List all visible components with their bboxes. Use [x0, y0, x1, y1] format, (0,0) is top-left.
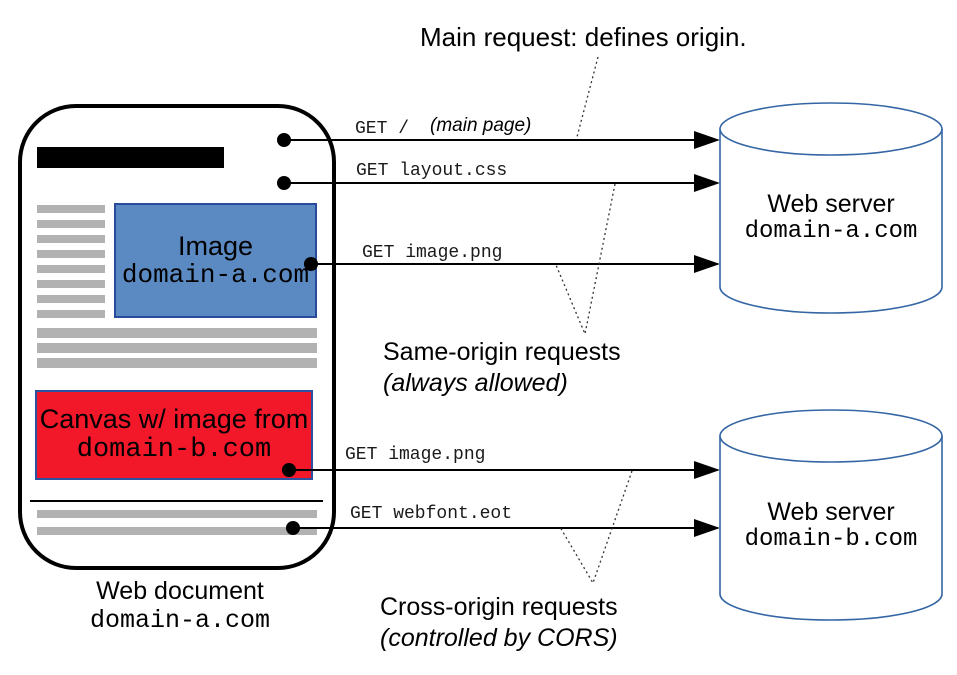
arrowhead-icon — [694, 519, 720, 537]
text-line-bar — [37, 220, 105, 228]
same-origin-line1: Same-origin requests — [383, 338, 621, 366]
text-line-bar — [37, 328, 317, 338]
same-origin-annotation: Same-origin requests (always allowed) — [383, 337, 621, 399]
server-b-label: Web server domain-b.com — [718, 498, 944, 554]
text-line-bar — [37, 343, 317, 353]
text-line-bar — [37, 310, 105, 318]
request-note: (main page) — [430, 115, 532, 136]
request-arrow-line — [284, 182, 696, 184]
main-request-title: Main request: defines origin. — [420, 22, 747, 52]
web-document-caption-title: Web document — [96, 577, 264, 605]
request-label: GET / — [355, 119, 410, 139]
document-header-bar — [37, 147, 224, 168]
text-line-bar — [37, 250, 105, 258]
cross-origin-line2: (controlled by CORS) — [380, 624, 618, 652]
web-document-caption: Web document domain-a.com — [30, 577, 330, 635]
arrowhead-icon — [694, 461, 720, 479]
image-box-label: Image — [177, 231, 254, 261]
text-line-bar — [37, 295, 105, 303]
server-a-domain: domain-a.com — [744, 218, 918, 245]
request-label: GET image.png — [362, 243, 503, 263]
text-line-bar — [37, 205, 105, 213]
text-line-bar — [37, 510, 317, 518]
text-line-bar — [37, 235, 105, 243]
server-b-domain: domain-b.com — [744, 526, 918, 553]
arrowhead-icon — [694, 131, 720, 149]
text-line-bar — [37, 358, 317, 368]
request-arrow-line — [293, 527, 696, 529]
document-divider-line — [30, 500, 323, 502]
request-arrow-line — [311, 263, 696, 265]
cross-origin-annotation: Cross-origin requests (controlled by COR… — [380, 592, 618, 654]
arrowhead-icon — [694, 255, 720, 273]
text-line-bar — [37, 280, 105, 288]
request-arrow-line — [289, 469, 696, 471]
text-line-bar — [37, 265, 105, 273]
canvas-box-domain: domain-b.com — [76, 435, 272, 465]
server-b-cylinder — [719, 409, 943, 621]
text-line-bar — [37, 527, 317, 535]
request-label: GET image.png — [345, 445, 486, 465]
canvas-box: Canvas w/ image from domain-b.com — [35, 390, 313, 480]
same-origin-line2: (always allowed) — [383, 369, 568, 397]
server-a-cylinder — [719, 102, 943, 314]
cross-origin-line1: Cross-origin requests — [380, 593, 618, 621]
web-document-caption-domain: domain-a.com — [89, 606, 271, 635]
canvas-box-label: Canvas w/ image from — [39, 404, 309, 434]
image-box: Image domain-a.com — [114, 203, 317, 318]
image-box-domain: domain-a.com — [121, 260, 310, 290]
request-label: GET layout.css — [356, 161, 508, 181]
arrowhead-icon — [694, 174, 720, 192]
server-b-title: Web server — [767, 498, 895, 526]
server-a-title: Web server — [767, 190, 895, 218]
request-arrow-line — [284, 139, 696, 141]
server-a-label: Web server domain-a.com — [718, 190, 944, 246]
request-label: GET webfont.eot — [350, 504, 513, 524]
